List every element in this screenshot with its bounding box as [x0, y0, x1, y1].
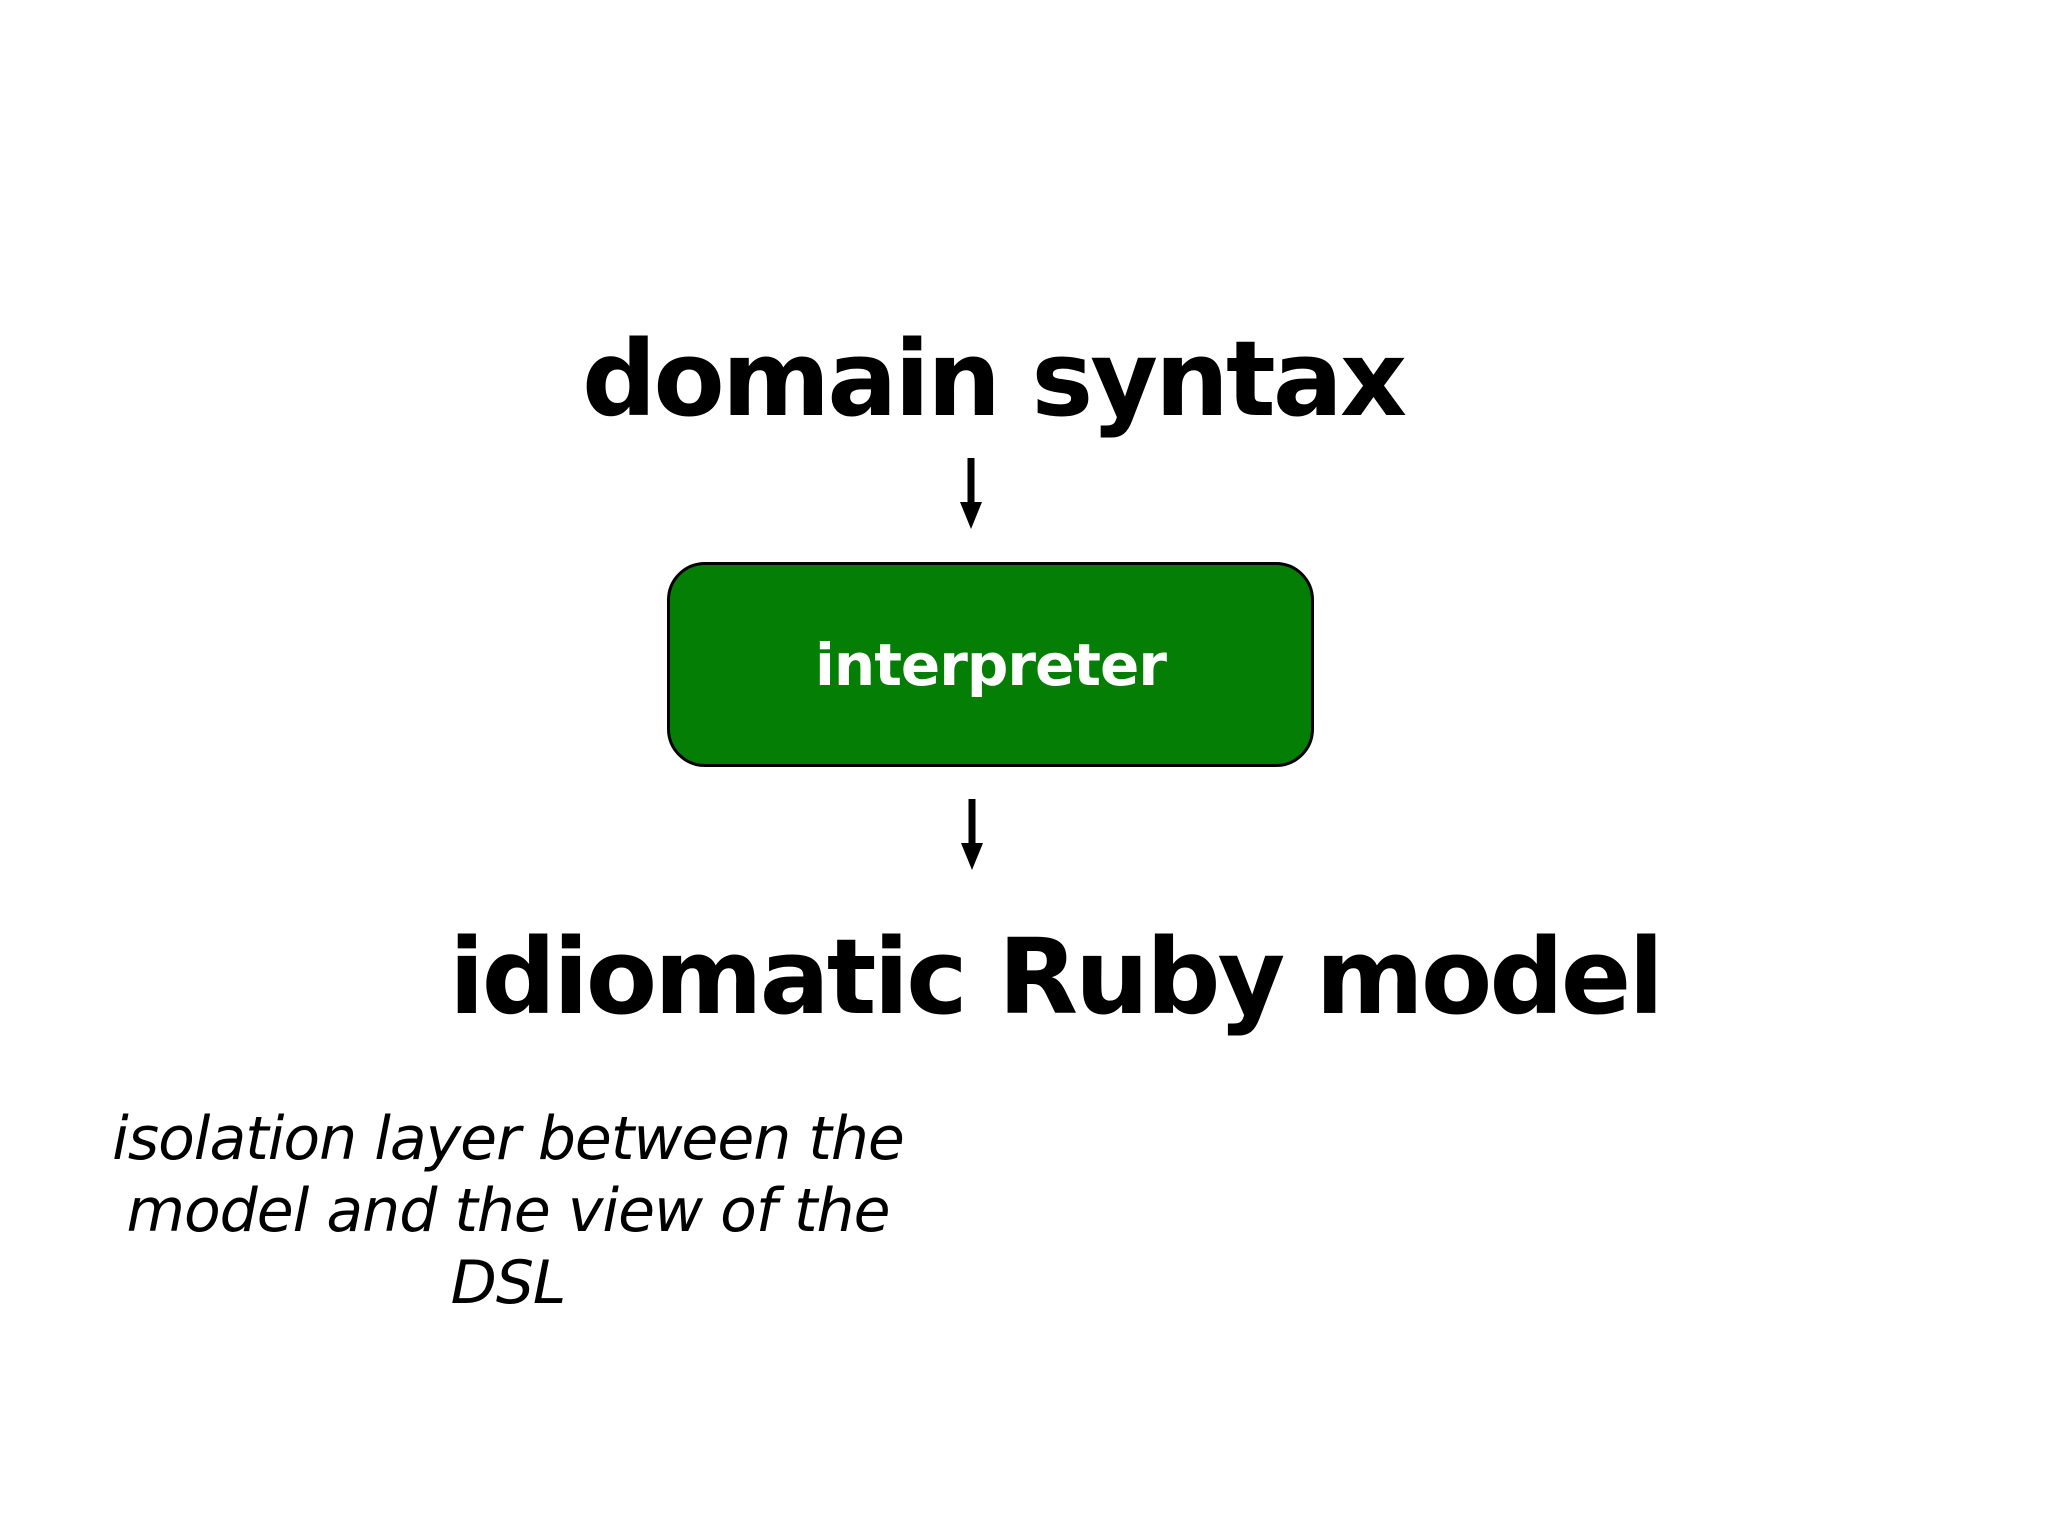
- idiomatic-ruby-model-heading: idiomatic Ruby model: [449, 916, 1664, 1038]
- interpreter-label: interpreter: [815, 630, 1167, 699]
- down-arrow-icon: [961, 799, 983, 870]
- domain-syntax-heading: domain syntax: [581, 318, 1407, 440]
- caption-line-1: isolation layer between the: [112, 1104, 905, 1174]
- caption-line-2: model and the view of the DSL: [126, 1176, 891, 1318]
- interpreter-node: interpreter: [667, 562, 1314, 767]
- caption: isolation layer between the model and th…: [68, 1103, 948, 1319]
- down-arrow-icon: [960, 458, 982, 529]
